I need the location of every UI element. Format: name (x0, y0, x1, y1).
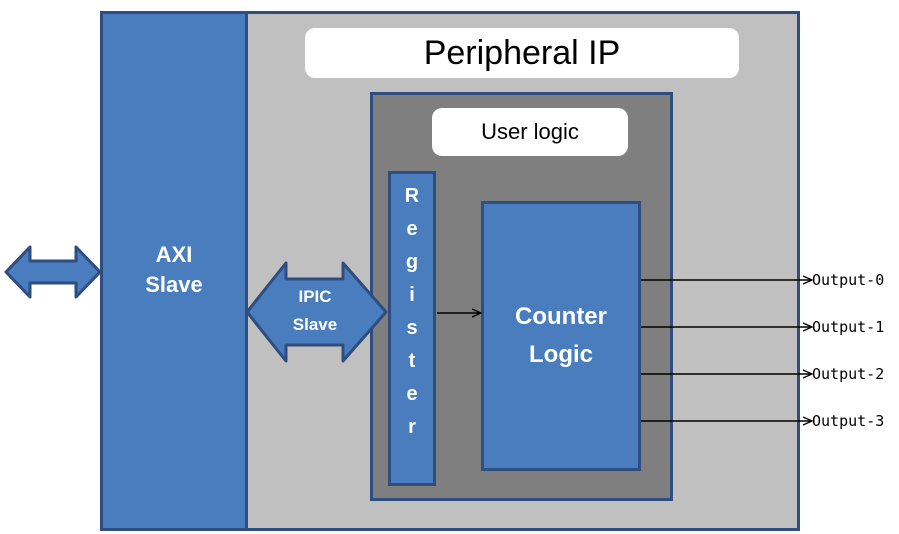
peripheral-title-box (305, 28, 739, 78)
ipic-slave-label: IPIC Slave (292, 287, 338, 334)
register-letter: R (404, 185, 420, 207)
register-letter: s (406, 317, 418, 339)
register-letter: i (409, 284, 415, 306)
register-block (388, 171, 436, 486)
register-letter: t (408, 350, 416, 372)
ipic-slave-arrow (245, 261, 388, 363)
counter-logic-label: Counter Logic (515, 303, 607, 368)
register-letter: r (408, 416, 416, 438)
output-label: Output-0 (812, 271, 885, 289)
axi-slave-block (100, 11, 248, 531)
output-label: Output-1 (812, 318, 885, 336)
register-label: R e g i s t e r (388, 180, 436, 444)
axi-slave-label: AXI Slave (145, 242, 203, 297)
external-bidirectional-arrow (4, 245, 102, 299)
register-letter: g (405, 251, 419, 273)
peripheral-title: Peripheral IP (423, 34, 621, 72)
output-label: Output-3 (812, 412, 885, 430)
counter-logic-block (481, 201, 641, 471)
user-logic-title: User logic (481, 119, 579, 144)
register-letter: e (406, 383, 418, 405)
register-letter: e (406, 218, 418, 240)
output-label: Output-2 (812, 365, 885, 383)
user-logic-title-box (432, 108, 628, 156)
